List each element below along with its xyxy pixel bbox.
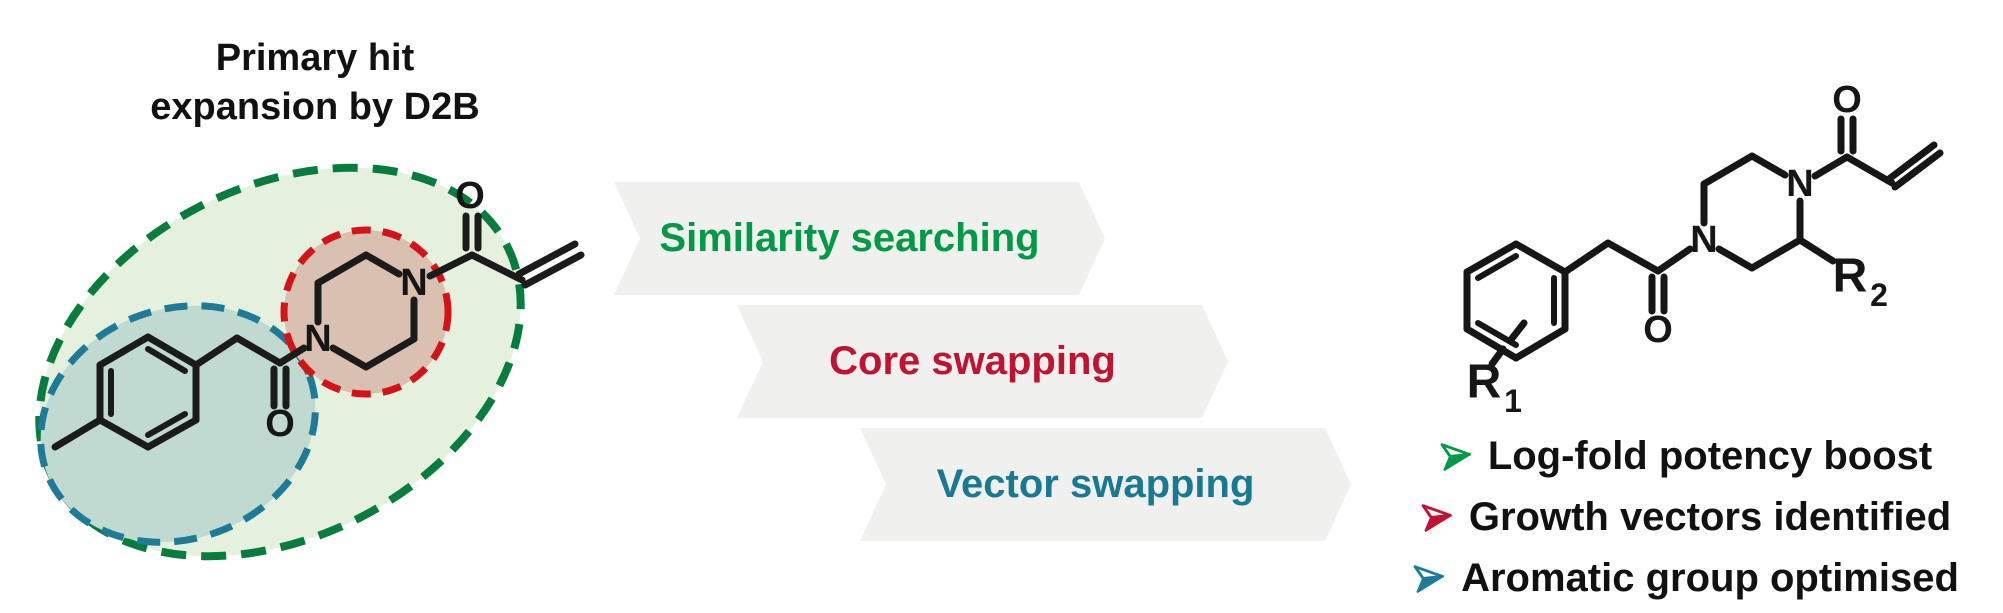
arrowhead-bullet-icon xyxy=(1413,564,1445,593)
step-banner-core-swapping: Core swapping xyxy=(737,305,1228,418)
r1-label: R xyxy=(1467,356,1502,409)
hit-acryloyl-group xyxy=(426,212,585,289)
core-highlight-circle xyxy=(280,226,452,398)
outcome-item: Growth vectors identified xyxy=(1388,487,1984,548)
figure-title: Primary hit expansion by D2B xyxy=(105,34,525,132)
product-piperazine-ring xyxy=(1700,152,1804,272)
hit-molecule-atom-labels: N N O O xyxy=(265,175,485,445)
hit-molecule xyxy=(51,212,585,451)
arrowhead-bullet-icon xyxy=(1421,503,1452,532)
product-molecule-atom-labels: N N O O R 1 R 2 xyxy=(1467,79,1888,419)
figure-title-line2: expansion by D2B xyxy=(150,86,480,128)
hit-benzene-ring xyxy=(96,333,200,451)
step-label: Vector swapping xyxy=(936,462,1255,506)
r2-label: R xyxy=(1833,250,1868,303)
figure-title-line1: Primary hit xyxy=(215,37,415,79)
atom-label-n: N xyxy=(1690,219,1717,261)
outcome-item: Aromatic group optimised xyxy=(1388,548,1984,609)
product-acryloyl-group xyxy=(1811,115,1944,191)
atom-label-n: N xyxy=(400,262,427,304)
atom-label-o: O xyxy=(1643,309,1673,351)
step-banner-vector-swapping: Vector swapping xyxy=(860,428,1351,541)
r2-subscript: 2 xyxy=(1870,277,1888,313)
arrowhead-bullet-icon xyxy=(1440,442,1471,471)
step-banner-similarity-searching: Similarity searching xyxy=(614,182,1105,295)
outcome-label: Aromatic group optimised xyxy=(1461,556,1959,600)
product-amide-linker xyxy=(1561,239,1694,315)
outcome-label: Log-fold potency boost xyxy=(1487,434,1933,478)
outcome-label: Growth vectors identified xyxy=(1468,495,1952,539)
product-benzene-ring xyxy=(1463,240,1569,362)
hit-piperazine-ring xyxy=(314,251,418,371)
outcome-item: Log-fold potency boost xyxy=(1388,426,1984,487)
r1-subscript: 1 xyxy=(1504,383,1522,419)
atom-label-n: N xyxy=(1786,163,1813,205)
product-r2-bond xyxy=(1796,236,1837,265)
hit-amide-linker xyxy=(192,334,308,410)
atom-label-o: O xyxy=(1832,79,1862,121)
atom-label-o: O xyxy=(265,403,295,445)
atom-label-n: N xyxy=(304,318,331,360)
atom-label-o: O xyxy=(455,175,485,217)
step-label: Core swapping xyxy=(829,339,1116,383)
hit-methyl-bond xyxy=(51,416,104,451)
product-r1-bond xyxy=(1488,319,1528,368)
outcome-list: Log-fold potency boost Growth vectors id… xyxy=(1388,426,1984,609)
step-label: Similarity searching xyxy=(659,216,1040,260)
product-molecule xyxy=(1463,115,1944,368)
